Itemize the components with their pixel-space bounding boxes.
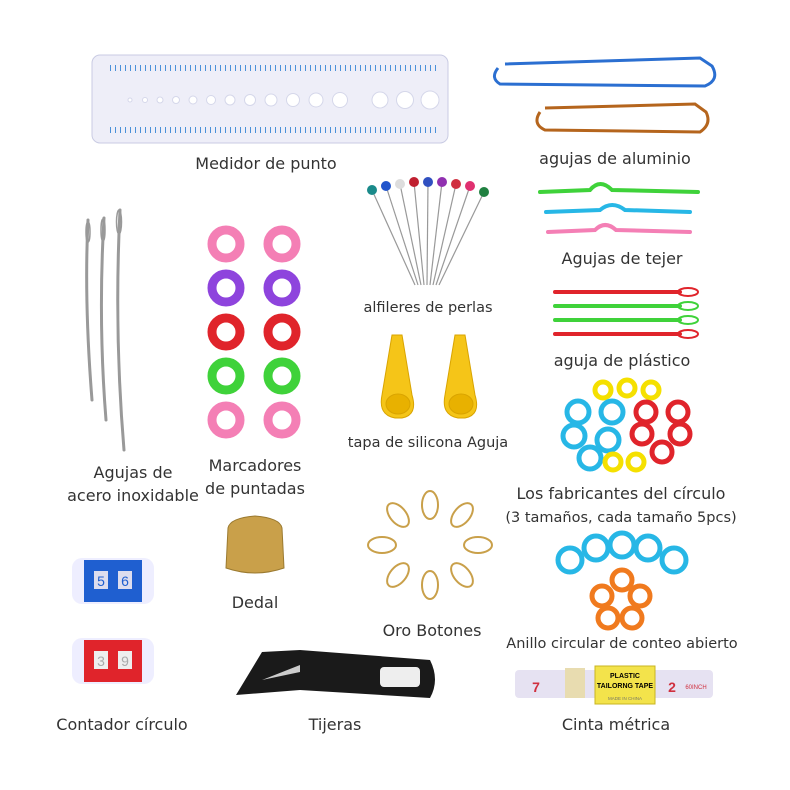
label-line: de puntadas	[205, 479, 305, 498]
gold-buttons-image	[367, 490, 493, 600]
tape-label: PLASTIC	[610, 673, 640, 680]
open-rings-image	[555, 530, 689, 631]
label-silicone-caps: tapa de silicona Aguja	[347, 435, 509, 451]
tape-number: 7	[532, 679, 540, 695]
counter-digit: 3	[97, 653, 105, 669]
stitch-gauge-image	[91, 54, 449, 144]
label-thimble: Dedal	[231, 593, 279, 612]
counter-digit: 9	[121, 653, 129, 669]
label-tape-measure: Cinta métrica	[561, 715, 671, 734]
cable-needles-image	[538, 182, 700, 234]
label-stitch-gauge: Medidor de punto	[195, 154, 337, 173]
label-row-counter: Contador círculo	[56, 715, 188, 734]
label-aluminum-needles: agujas de aluminio	[539, 149, 691, 168]
counter-digit: 6	[121, 573, 129, 589]
label-line: (3 tamaños, cada tamaño 5pcs)	[505, 510, 737, 526]
label-stitch-markers: Marcadores de puntadas	[205, 454, 305, 500]
row-counter-blue: 5 6	[72, 558, 154, 604]
label-plastic-needle: aguja de plástico	[553, 351, 691, 370]
tape-measure-image: PLASTIC TAILORNG TAPE MADE IN CHINA 7 2 …	[515, 665, 713, 705]
aluminum-needles-image	[493, 56, 717, 134]
label-open-ring: Anillo circular de conteo abierto	[506, 636, 738, 652]
label-line: Marcadores	[208, 456, 302, 475]
label-circle-makers: Los fabricantes del círculo (3 tamaños, …	[505, 482, 736, 530]
tape-number: 2	[668, 679, 676, 695]
scissors-image	[236, 650, 435, 698]
label-gold-buttons: Oro Botones	[382, 621, 482, 640]
label-steel-needles: Agujas de acero inoxidable	[67, 461, 199, 507]
silicone-caps-image	[380, 334, 478, 419]
thimble-image	[225, 515, 285, 574]
counter-digit: 5	[97, 573, 105, 589]
circle-makers-image	[560, 377, 693, 473]
tape-unit: 60INCH	[685, 685, 706, 691]
row-counter-red: 3 9	[72, 638, 154, 684]
steel-needles-image	[85, 208, 126, 452]
label-scissors: Tijeras	[308, 715, 362, 734]
label-line: Los fabricantes del círculo	[516, 484, 726, 503]
plastic-needles-image	[553, 287, 699, 339]
label-line: acero inoxidable	[67, 486, 199, 505]
pearl-pins-image	[367, 177, 489, 286]
label-knitting-needles: Agujas de tejer	[561, 249, 683, 268]
label-pearl-pins: alfileres de perlas	[363, 300, 493, 316]
label-line: Agujas de	[93, 463, 173, 482]
tape-made: MADE IN CHINA	[608, 696, 642, 701]
stitch-markers-image	[207, 225, 301, 439]
tape-label: TAILORNG TAPE	[597, 683, 653, 690]
